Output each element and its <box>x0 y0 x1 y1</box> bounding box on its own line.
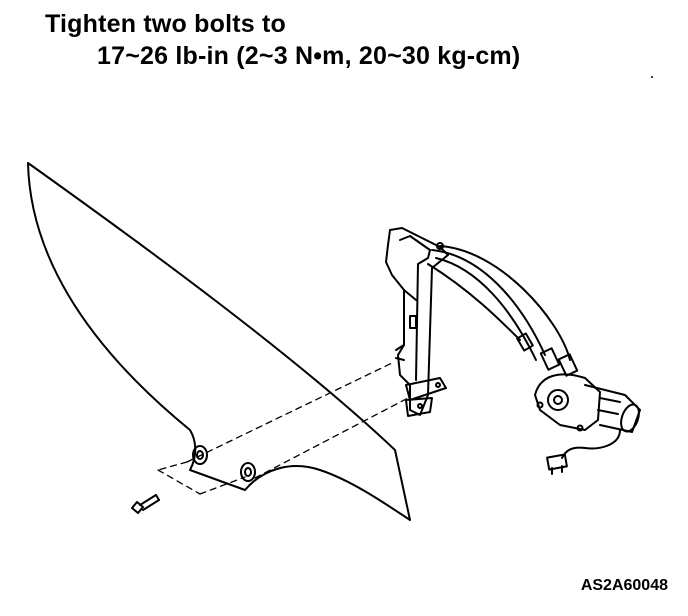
figure-code: AS2A60048 <box>580 577 668 594</box>
regulator-cables <box>427 245 579 377</box>
instruction-line-1: Tighten two bolts to <box>45 10 286 38</box>
glass-bolt-hole-right <box>240 462 256 482</box>
door-glass <box>27 162 411 521</box>
torque-spec-line: 17~26 lb-in (2~3 N•m, 20~30 kg-cm) <box>97 42 521 70</box>
alignment-dashed-lines <box>157 362 409 495</box>
glass-bolt-hole-left <box>192 445 208 465</box>
bolt-icon <box>131 494 160 514</box>
motor-connector <box>546 429 621 475</box>
regulator-rail <box>385 227 449 417</box>
glass-bolt-holes <box>192 445 256 482</box>
regulator-motor <box>534 373 641 433</box>
